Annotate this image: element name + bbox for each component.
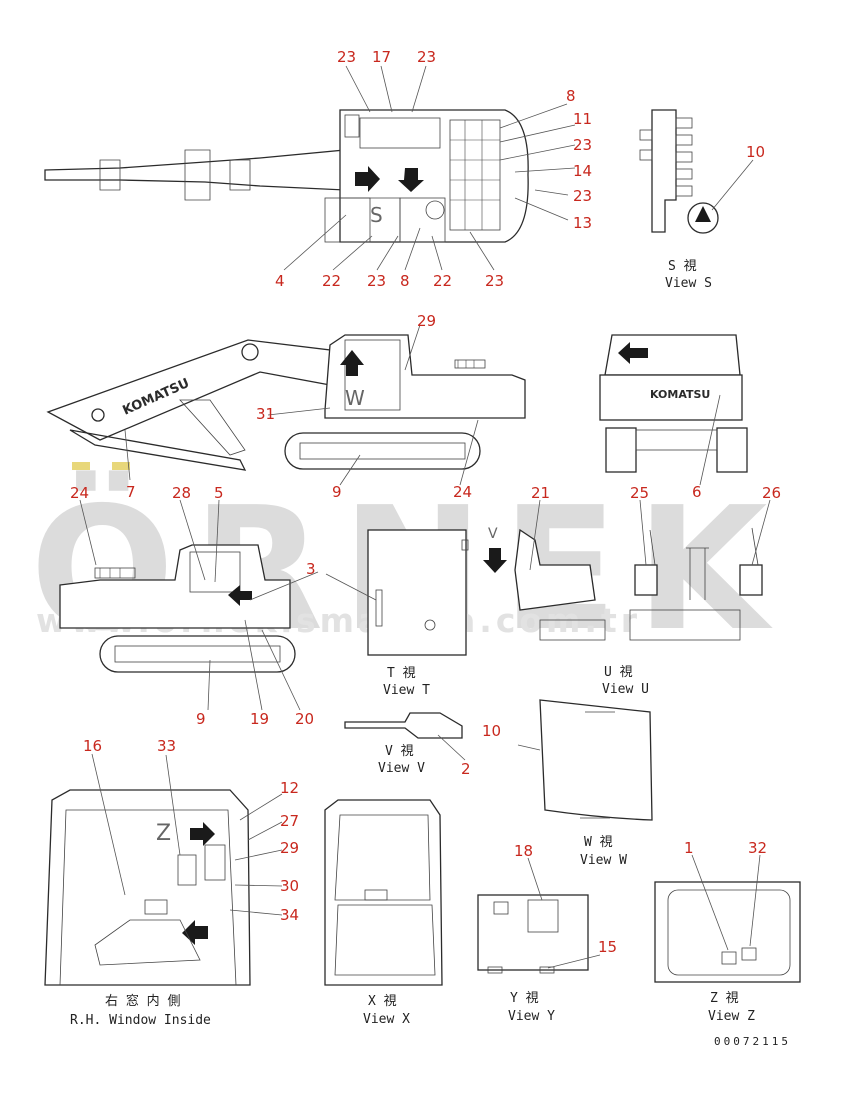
callout-29: 29 — [280, 839, 299, 857]
callout-5: 5 — [214, 484, 224, 502]
view-v-subtitle: View V — [378, 761, 425, 776]
view-v-arrow-icon — [483, 548, 507, 573]
top-view-callouts: 23 17 23 8 11 23 14 23 13 4 22 23 8 22 2… — [275, 48, 592, 290]
rear-view: KOMATSU 6 — [599, 334, 748, 501]
callout-12: 12 — [280, 779, 299, 797]
view-v-title: V 視 — [385, 744, 414, 759]
callout-33: 33 — [157, 737, 176, 755]
view-letter-s: S — [370, 203, 383, 227]
callout-23: 23 — [573, 136, 592, 154]
view-u-title: U 視 — [604, 665, 633, 680]
callout-1: 1 — [684, 839, 694, 857]
view-y-arrow-icon — [182, 920, 208, 945]
callout-9: 9 — [332, 483, 342, 501]
watermark-accent-right — [112, 462, 130, 470]
view-letter-w: W — [345, 386, 365, 410]
document-code: 00072115 — [714, 1035, 791, 1048]
callout-4: 4 — [275, 272, 285, 290]
callout-8: 8 — [566, 87, 576, 105]
view-s-arrow-icon — [355, 166, 380, 192]
view-letter-z: Z — [156, 821, 171, 846]
view-z-arrow-icon — [190, 822, 215, 846]
side-view-right: 24 28 5 3 9 19 20 — [59, 484, 319, 728]
callout-31: 31 — [256, 405, 275, 423]
callout-23: 23 — [417, 48, 436, 66]
view-z-subtitle: View Z — [708, 1009, 755, 1024]
callout-23: 23 — [573, 187, 592, 205]
view-z-title: Z 視 — [710, 991, 739, 1006]
view-y-subtitle: View Y — [508, 1009, 555, 1024]
callout-23: 23 — [337, 48, 356, 66]
callout-18: 18 — [514, 842, 533, 860]
callout-29: 29 — [417, 312, 436, 330]
callout-30: 30 — [280, 877, 299, 895]
rear-arrow-icon — [618, 342, 648, 364]
view-x-title: X 視 — [368, 994, 397, 1009]
view-v: 2 V 視 View V — [344, 712, 471, 778]
view-u-subtitle: View U — [602, 682, 649, 697]
view-w-title: W 視 — [584, 835, 613, 850]
callout-10: 10 — [482, 722, 501, 740]
top-view-excavator: S 23 17 23 8 11 23 14 23 13 4 22 23 8 22 — [44, 48, 592, 290]
view-t-title: T 視 — [387, 666, 416, 681]
callout-32: 32 — [748, 839, 767, 857]
view-s-subtitle: View S — [665, 276, 712, 291]
callout-24: 24 — [70, 484, 89, 502]
view-y-title: Y 視 — [510, 991, 539, 1006]
callout-28: 28 — [172, 484, 191, 502]
callout-15: 15 — [598, 938, 617, 956]
view-y: 18 15 Y 視 View Y — [477, 842, 617, 1024]
rh-window-inside: Z 16 33 12 27 29 30 34 右 窓 内 側 R.H. Wind… — [44, 737, 299, 1028]
view-u: V 21 25 26 U 視 View U — [483, 484, 781, 697]
callout-23: 23 — [367, 272, 386, 290]
callout-13: 13 — [573, 214, 592, 232]
callout-9: 9 — [196, 710, 206, 728]
view-arrow-icon — [398, 168, 424, 192]
view-t: T 視 View T — [325, 529, 469, 698]
view-x: X 視 View X — [324, 799, 443, 1027]
callout-21: 21 — [531, 484, 550, 502]
view-s-title: S 視 — [668, 259, 697, 274]
callout-16: 16 — [83, 737, 102, 755]
view-s: 10 S 視 View S — [639, 109, 765, 291]
side-arrow-icon — [228, 585, 252, 606]
callout-6: 6 — [692, 483, 702, 501]
callout-22: 22 — [433, 272, 452, 290]
callout-3: 3 — [306, 560, 316, 578]
callout-23: 23 — [485, 272, 504, 290]
view-t-subtitle: View T — [383, 683, 430, 698]
callout-14: 14 — [573, 162, 592, 180]
callout-24: 24 — [453, 483, 472, 501]
view-w: 10 W 視 View W — [482, 699, 653, 868]
callout-10: 10 — [746, 143, 765, 161]
callout-25: 25 — [630, 484, 649, 502]
watermark-accent-left — [72, 462, 90, 470]
callout-11: 11 — [573, 110, 592, 128]
view-z: 1 32 Z 視 View Z — [654, 839, 801, 1024]
view-w-arrow-icon — [340, 350, 364, 376]
rh-window-title: 右 窓 内 側 — [105, 993, 180, 1009]
view-x-subtitle: View X — [363, 1012, 410, 1027]
callout-19: 19 — [250, 710, 269, 728]
callout-7: 7 — [126, 483, 136, 501]
callout-2: 2 — [461, 760, 471, 778]
view-letter-v: V — [488, 526, 498, 542]
callout-20: 20 — [295, 710, 314, 728]
rear-logo: KOMATSU — [650, 388, 710, 401]
view-w-subtitle: View W — [580, 853, 627, 868]
callout-22: 22 — [322, 272, 341, 290]
callout-26: 26 — [762, 484, 781, 502]
rh-window-subtitle: R.H. Window Inside — [70, 1013, 211, 1028]
callout-34: 34 — [280, 906, 299, 924]
callout-27: 27 — [280, 812, 299, 830]
callout-8: 8 — [400, 272, 410, 290]
callout-17: 17 — [372, 48, 391, 66]
